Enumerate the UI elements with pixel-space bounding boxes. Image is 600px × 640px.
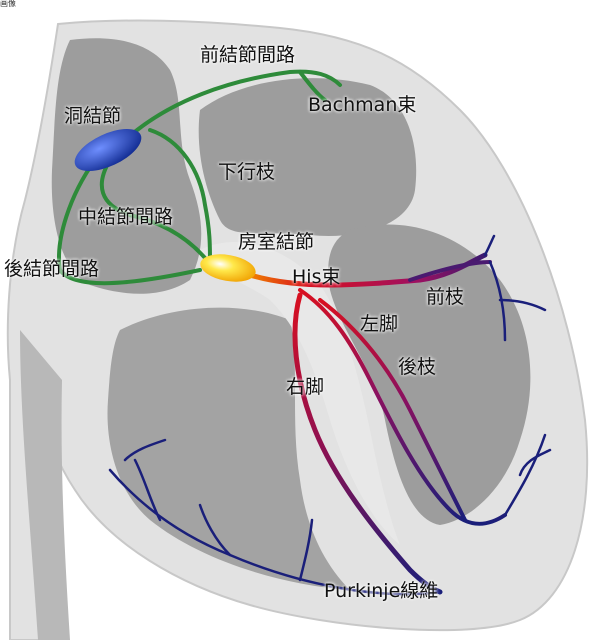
- great-vessel: [20, 330, 70, 640]
- label-his-bundle: His束: [292, 266, 341, 288]
- interventricular-septum: [200, 242, 400, 545]
- middle-internodal-path: [99, 158, 207, 260]
- label-anterior-fascicle: 前枝: [426, 286, 465, 308]
- anterior-fascicle-path: [408, 260, 492, 282]
- purkinje-fibers: [108, 234, 552, 596]
- left-atrium: [198, 78, 417, 236]
- av-node: [200, 254, 256, 282]
- label-av-node: 房室結節: [238, 231, 315, 253]
- label-descending-branch: 下行枝: [218, 161, 276, 183]
- posterior-fascicle-path: [318, 298, 467, 522]
- left-ventricle: [328, 224, 531, 525]
- label-sa-node: 洞結節: [64, 105, 122, 127]
- label-middle-internodal: 中結節間路: [78, 206, 174, 228]
- anterior-internodal-path: [123, 69, 342, 142]
- label-right-bundle: 右脚: [286, 376, 325, 398]
- bachmann-bundle-path: [298, 70, 327, 102]
- label-purkinje-fibers: Purkinje線維: [324, 580, 439, 602]
- right-bundle-path: [292, 292, 443, 595]
- right-ventricle: [107, 307, 351, 590]
- posterior-internodal-path: [57, 158, 202, 286]
- sa-node: [74, 128, 142, 172]
- internodal-pathways: [57, 69, 342, 286]
- label-bachmann-bundle: Bachman束: [308, 94, 417, 116]
- label-posterior-internodal: 後結節間路: [4, 258, 100, 280]
- right-atrium: [51, 38, 202, 294]
- descending-branch-path: [148, 128, 212, 264]
- label-left-bundle: 左脚: [360, 313, 399, 335]
- label-anterior-internodal: 前結節間路: [200, 44, 296, 66]
- left-bundle-path: [298, 288, 507, 526]
- image-corner-tag: 画像: [0, 0, 16, 8]
- label-posterior-fascicle: 後枝: [398, 356, 437, 378]
